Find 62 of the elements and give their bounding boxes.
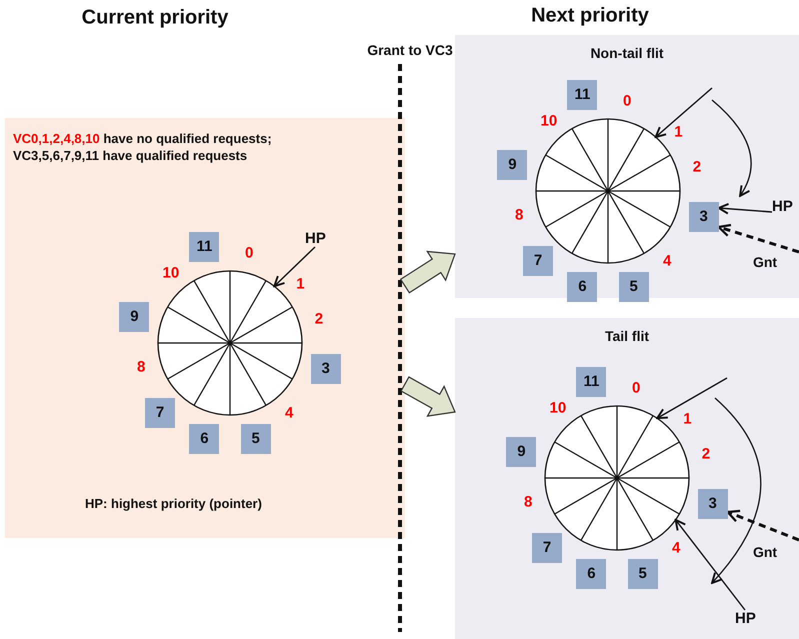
vc-number-box: 11 [576,367,606,398]
vc-number-label: 8 [136,358,146,376]
legend-note: HP: highest priority (pointer) [85,496,262,511]
panel-title: Non-tail flit [589,45,665,61]
panel-background [5,118,405,538]
vc-number-box: 3 [698,488,728,519]
pointer-label: HP [735,610,756,627]
arrow [654,87,712,138]
vc-number-label: 4 [662,252,672,270]
vc-number-label: 10 [162,264,180,282]
vc-number-label: 1 [683,410,692,428]
segmented-wheel [534,117,682,265]
arrow [674,518,746,610]
pointer-label: HP [772,198,793,215]
vc-number-label: 8 [514,206,524,224]
arrow [718,202,772,214]
vc-number-box: 9 [506,437,536,468]
vc-number-label: 4 [284,404,294,422]
vc-number-box: 3 [310,354,341,384]
arrow [400,250,456,294]
vc-number-label: 2 [314,310,324,328]
vc-number-box: 7 [532,533,562,563]
vc-number-box: 3 [688,202,719,232]
vc-number-box: 6 [567,272,598,302]
vc-number-box: 7 [144,398,175,428]
vc-number-label: 1 [296,275,305,292]
vc-number-label: 0 [632,380,640,396]
vc-number-label: 4 [672,540,680,557]
vc-number-box: 11 [567,80,598,110]
vc-number-box: 6 [576,558,606,589]
arrow [273,246,316,288]
vc-number-label: 0 [244,244,254,262]
pointer-label: HP [305,230,326,247]
vc-number-box: 5 [618,272,649,302]
statement-text: VC0,1,2,4,8,10 have no qualified requests; VC3,5,6,7,9,11 have qualified requests [13,130,273,164]
vc-number-label: 8 [524,493,532,510]
vc-number-label: 1 [674,123,683,140]
vc-number-label: 2 [692,158,702,176]
edge-label: Gnt [750,544,780,560]
segmented-wheel [543,404,691,552]
column-heading: Current priority [82,6,228,30]
arrow [656,377,728,420]
arrow [726,510,799,542]
vc-number-box: 7 [522,246,553,276]
arrow [400,376,456,417]
vc-number-label: 10 [550,399,566,416]
panel-title: Tail flit [604,328,650,344]
panel-background [455,318,799,639]
vc-number-box: 11 [189,232,220,262]
vc-number-box: 6 [189,424,220,454]
vc-number-label: 10 [540,112,558,130]
edge-label: Gnt [750,254,780,270]
arrow [718,224,799,254]
vc-number-box: 9 [119,302,150,332]
divider-caption: Grant to VC3 [367,42,453,58]
vc-number-box: 9 [497,150,528,180]
vc-number-box: 5 [240,424,271,454]
segmented-wheel [156,269,304,417]
vc-number-label: 0 [622,92,632,110]
column-heading: Next priority [531,4,649,28]
vc-number-label: 2 [702,446,710,463]
vc-number-box: 5 [628,558,658,589]
